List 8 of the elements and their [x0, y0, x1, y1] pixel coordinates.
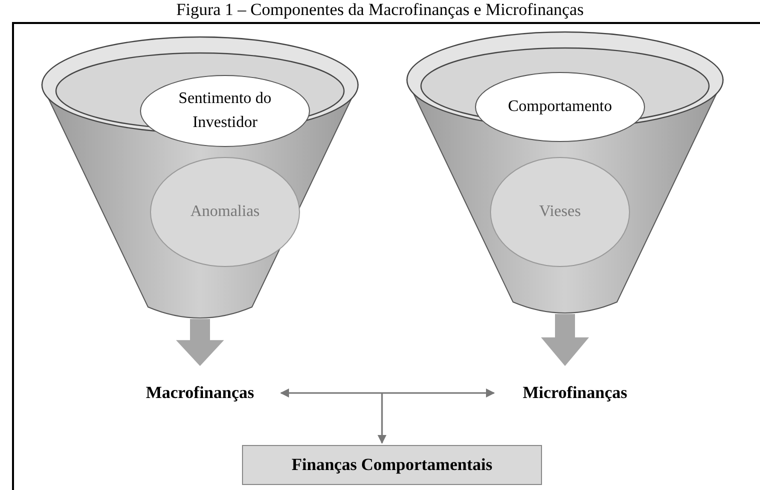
label: Microfinanças [500, 380, 650, 406]
arrow [378, 393, 386, 444]
arrow [280, 388, 495, 398]
result-box: Finanças Comportamentais [242, 445, 542, 485]
label: Macrofinanças [125, 380, 275, 406]
block-arrow [541, 314, 589, 366]
figure-title: Figura 1 – Componentes da Macrofinanças e Microfinanças [175, 0, 585, 20]
block-arrow [176, 319, 224, 366]
